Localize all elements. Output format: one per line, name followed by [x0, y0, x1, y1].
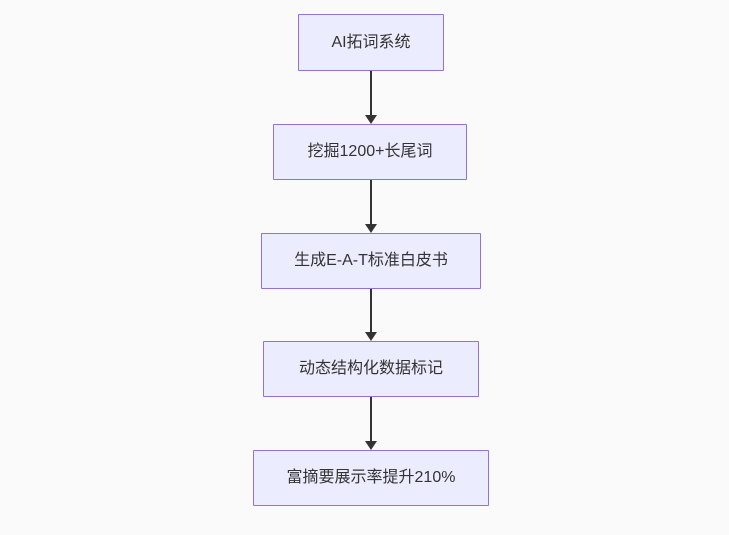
flow-arrow-4 — [365, 397, 377, 450]
flow-arrow-3 — [365, 289, 377, 341]
flow-arrow-1 — [365, 71, 377, 124]
flow-node-eat-whitepaper: 生成E-A-T标准白皮书 — [261, 233, 481, 289]
flow-arrow-2 — [365, 180, 377, 233]
flow-node-label: 生成E-A-T标准白皮书 — [294, 252, 448, 270]
arrow-line — [370, 71, 372, 117]
flow-node-longtail-mining: 挖掘1200+长尾词 — [273, 124, 467, 180]
arrow-line — [370, 397, 372, 443]
flow-node-label: 挖掘1200+长尾词 — [307, 143, 433, 161]
flow-node-rich-snippet-uplift: 富摘要展示率提升210% — [253, 450, 489, 506]
arrow-head-icon — [365, 441, 377, 450]
flow-node-structured-data-markup: 动态结构化数据标记 — [263, 341, 479, 397]
flow-node-label: AI拓词系统 — [331, 33, 411, 51]
flow-node-label: 富摘要展示率提升210% — [286, 469, 456, 487]
arrow-line — [370, 289, 372, 334]
arrow-line — [370, 180, 372, 226]
arrow-head-icon — [365, 224, 377, 233]
arrow-head-icon — [365, 332, 377, 341]
flow-node-ai-word-expansion: AI拓词系统 — [298, 14, 444, 71]
flow-node-label: 动态结构化数据标记 — [298, 360, 443, 378]
arrow-head-icon — [365, 115, 377, 124]
